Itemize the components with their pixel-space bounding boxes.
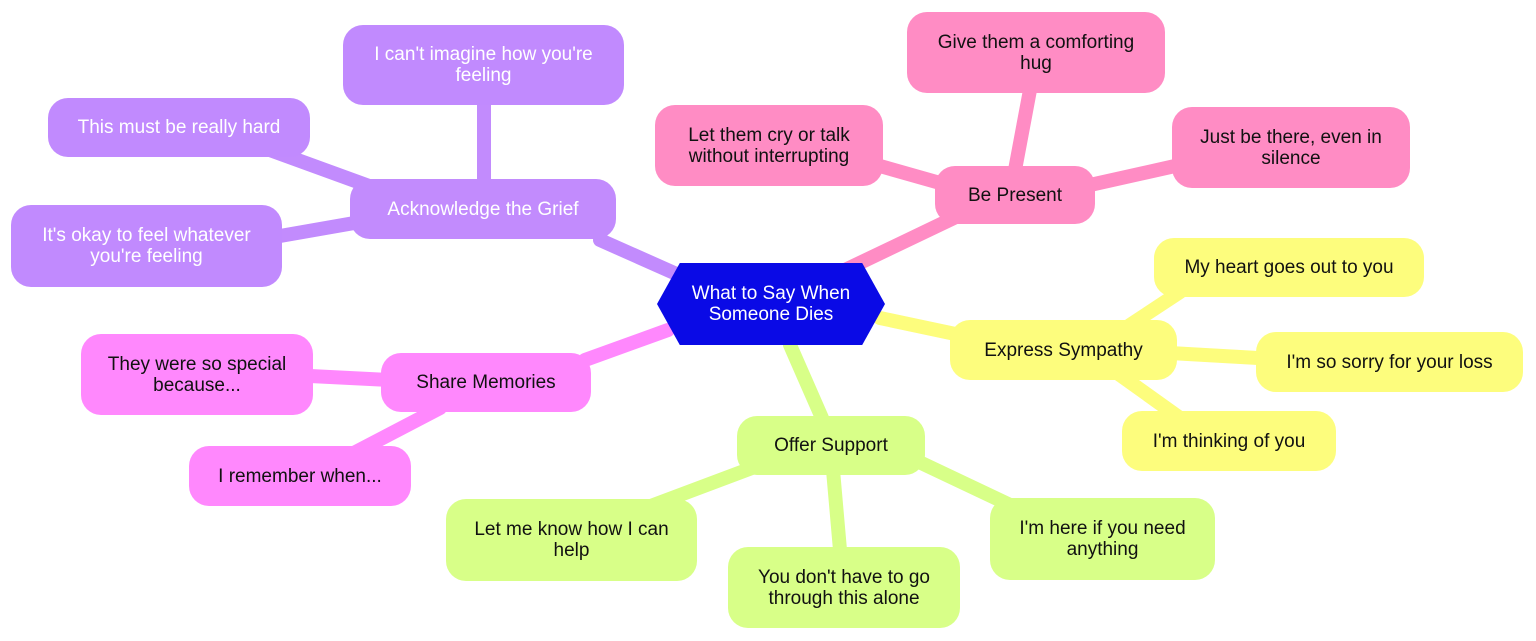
leaf-label: This must be really hard <box>77 117 281 138</box>
branch-label: Acknowledge the Grief <box>387 198 579 220</box>
branch-label: Offer Support <box>774 435 888 456</box>
link-support-leaf-2 <box>826 463 847 557</box>
leaf-label: I'm here if you need anything <box>1019 518 1186 560</box>
leaf-sorry-for-loss[interactable]: I'm so sorry for your loss <box>1256 332 1523 392</box>
link-central-share-memories <box>578 323 675 367</box>
link-support-leaf-3 <box>908 453 1017 512</box>
leaf-be-there[interactable]: Just be there, even in silence <box>1172 107 1410 188</box>
leaf-how-i-can-help[interactable]: Let me know how I can help <box>446 499 697 581</box>
leaf-okay-to-feel[interactable]: It's okay to feel whatever you're feelin… <box>11 205 282 287</box>
leaf-label: I remember when... <box>218 465 382 487</box>
link-be-present-leaf-1 <box>1008 83 1037 177</box>
leaf-label: You don't have to go through this alone <box>758 566 930 609</box>
leaf-cant-imagine[interactable]: I can't imagine how you're feeling <box>343 25 624 105</box>
leaf-label: Just be there, even in silence <box>1200 126 1382 169</box>
leaf-label: My heart goes out to you <box>1184 257 1394 278</box>
link-acknowledge-leaf-3 <box>273 215 367 243</box>
link-memories-leaf-1 <box>303 369 397 387</box>
leaf-so-special[interactable]: They were so special because... <box>81 334 313 415</box>
leaf-label: I'm thinking of you <box>1152 430 1306 452</box>
leaf-remember-when[interactable]: I remember when... <box>189 446 411 506</box>
leaf-thinking-of-you[interactable]: I'm thinking of you <box>1122 411 1336 471</box>
leaf-label: I'm so sorry for your loss <box>1286 351 1493 373</box>
central-topic-label: What to Say When Someone Dies <box>691 283 851 325</box>
leaf-not-alone[interactable]: You don't have to go through this alone <box>728 547 960 628</box>
leaf-label: Let me know how I can help <box>474 519 669 561</box>
leaf-label: They were so special because... <box>107 353 287 396</box>
leaf-let-them-cry[interactable]: Let them cry or talk without interruptin… <box>655 105 883 186</box>
branch-be-present[interactable]: Be Present <box>935 166 1095 224</box>
link-sympathy-leaf-2 <box>1163 346 1265 365</box>
branch-offer-support[interactable]: Offer Support <box>737 416 925 475</box>
leaf-label: Give them a comforting hug <box>937 31 1135 74</box>
leaf-really-hard[interactable]: This must be really hard <box>48 98 310 157</box>
leaf-label: It's okay to feel whatever you're feelin… <box>42 225 251 267</box>
link-be-present-leaf-2 <box>873 159 947 190</box>
leaf-here-if-you-need[interactable]: I'm here if you need anything <box>990 498 1215 580</box>
branch-share-memories[interactable]: Share Memories <box>381 353 591 412</box>
leaf-heart-goes-out[interactable]: My heart goes out to you <box>1154 238 1424 297</box>
link-central-express-sympathy <box>873 311 967 342</box>
link-be-present-leaf-3 <box>1083 159 1182 192</box>
leaf-comforting-hug[interactable]: Give them a comforting hug <box>907 12 1165 93</box>
link-sympathy-leaf-1 <box>1123 285 1187 332</box>
link-central-offer-support <box>783 338 829 425</box>
branch-label: Share Memories <box>416 372 556 393</box>
branch-express-sympathy[interactable]: Express Sympathy <box>950 320 1177 380</box>
link-sympathy-leaf-3 <box>1113 368 1187 425</box>
branch-label: Be Present <box>968 184 1062 206</box>
link-central-be-present <box>838 208 967 277</box>
leaf-label: I can't imagine how you're feeling <box>374 44 593 86</box>
leaf-label: Let them cry or talk without interruptin… <box>688 124 850 167</box>
branch-acknowledge-the-grief[interactable]: Acknowledge the Grief <box>350 179 616 239</box>
central-topic[interactable]: What to Say When Someone Dies <box>657 263 885 345</box>
branch-label: Express Sympathy <box>984 339 1143 361</box>
